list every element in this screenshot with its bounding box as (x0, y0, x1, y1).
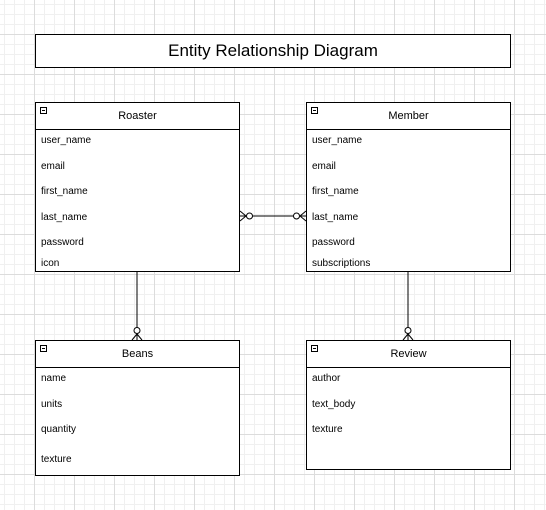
attribute: email (41, 161, 65, 172)
entity-header: Beans (36, 341, 239, 368)
attribute: subscriptions (312, 258, 371, 269)
relationship-member-review[interactable] (402, 272, 414, 341)
entity-beans[interactable]: Beans name units quantity texture (35, 340, 240, 476)
entity-header: Review (307, 341, 510, 368)
collapse-icon[interactable] (311, 345, 318, 352)
attribute: last_name (41, 212, 88, 223)
collapse-icon[interactable] (40, 345, 47, 352)
entity-member[interactable]: Member user_name email first_name last_n… (306, 102, 511, 272)
attribute: first_name (41, 186, 88, 197)
entity-name: Beans (121, 348, 154, 360)
attribute: author (312, 373, 341, 384)
attribute: user_name (41, 135, 92, 146)
entity-name: Roaster (118, 110, 157, 122)
attribute: quantity (41, 424, 77, 435)
relationship-roaster-member[interactable] (239, 210, 307, 222)
entity-review[interactable]: Review author text_body texture (306, 340, 511, 470)
attribute: password (41, 237, 84, 248)
attribute: name (41, 373, 67, 384)
attribute: last_name (312, 212, 359, 223)
attribute: icon (41, 258, 60, 269)
attribute: user_name (312, 135, 363, 146)
attribute: first_name (312, 186, 359, 197)
attribute: units (41, 399, 63, 410)
collapse-icon[interactable] (311, 107, 318, 114)
collapse-icon[interactable] (40, 107, 47, 114)
entity-header: Member (307, 103, 510, 130)
attribute: texture (312, 424, 343, 435)
entity-name: Review (390, 348, 427, 360)
attribute: text_body (312, 399, 356, 410)
entity-header: Roaster (36, 103, 239, 130)
entity-roaster[interactable]: Roaster user_name email first_name last_… (35, 102, 240, 272)
attribute: email (312, 161, 336, 172)
relationship-roaster-beans[interactable] (131, 272, 143, 341)
entity-name: Member (388, 110, 429, 122)
diagram-title: Entity Relationship Diagram (35, 34, 511, 68)
attribute: texture (41, 454, 72, 465)
attribute: password (312, 237, 355, 248)
